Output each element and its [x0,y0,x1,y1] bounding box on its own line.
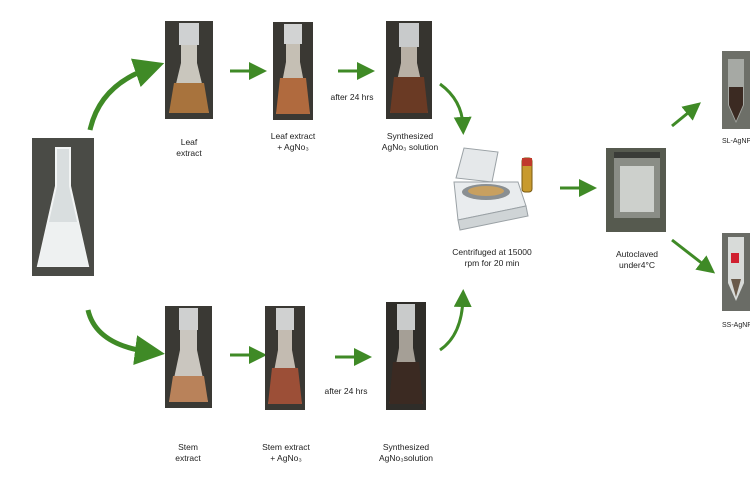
sl-agnp-label: SL-AgNP [722,138,750,145]
arrow-start-to-leaf [87,58,165,131]
leaf-extract-caption: Leaf extract [176,137,202,158]
arrow-autoclave-to-ss [671,238,716,274]
bottom-synthesized-caption: Synthesized AgNo₃solution [378,442,434,463]
stem-agno3-caption: Stem extract + AgNo₃ [262,442,310,463]
arrow-start-to-stem [85,309,165,365]
arrow-autoclave-to-sl [671,102,701,128]
sl-agnp-tube-photo [722,51,750,129]
leaf-agno3-caption: Leaf extract + AgNo₃ [270,131,316,152]
autoclave-caption: Autoclaved under4°C [615,249,659,270]
autoclave-photo [606,148,666,232]
top-after-24hrs-label: after 24 hrs [330,92,374,102]
ss-agnp-tube-photo [722,233,750,311]
centrifuge-illustration [448,146,548,234]
arrow-synth-bottom-up [439,289,472,352]
leaf-extract-photo [165,21,213,119]
arrow-synth-top-down [439,82,472,135]
stem-extract-photo [165,306,212,408]
stem-extract-caption: Stem extract [175,442,201,463]
leaf-agno3-photo [273,22,313,120]
stem-agno3-photo [265,306,305,410]
ss-agnp-label: SS-AgNP [722,322,750,329]
bottom-synthesized-photo [386,302,426,410]
water-flask-photo [32,138,94,276]
bottom-after-24hrs-label: after 24 hrs [324,386,368,396]
top-synthesized-photo [386,21,432,119]
centrifuge-caption: Centrifuged at 15000 rpm for 20 min [452,247,532,268]
top-synthesized-caption: Synthesized AgNo₃ solution [381,131,439,152]
